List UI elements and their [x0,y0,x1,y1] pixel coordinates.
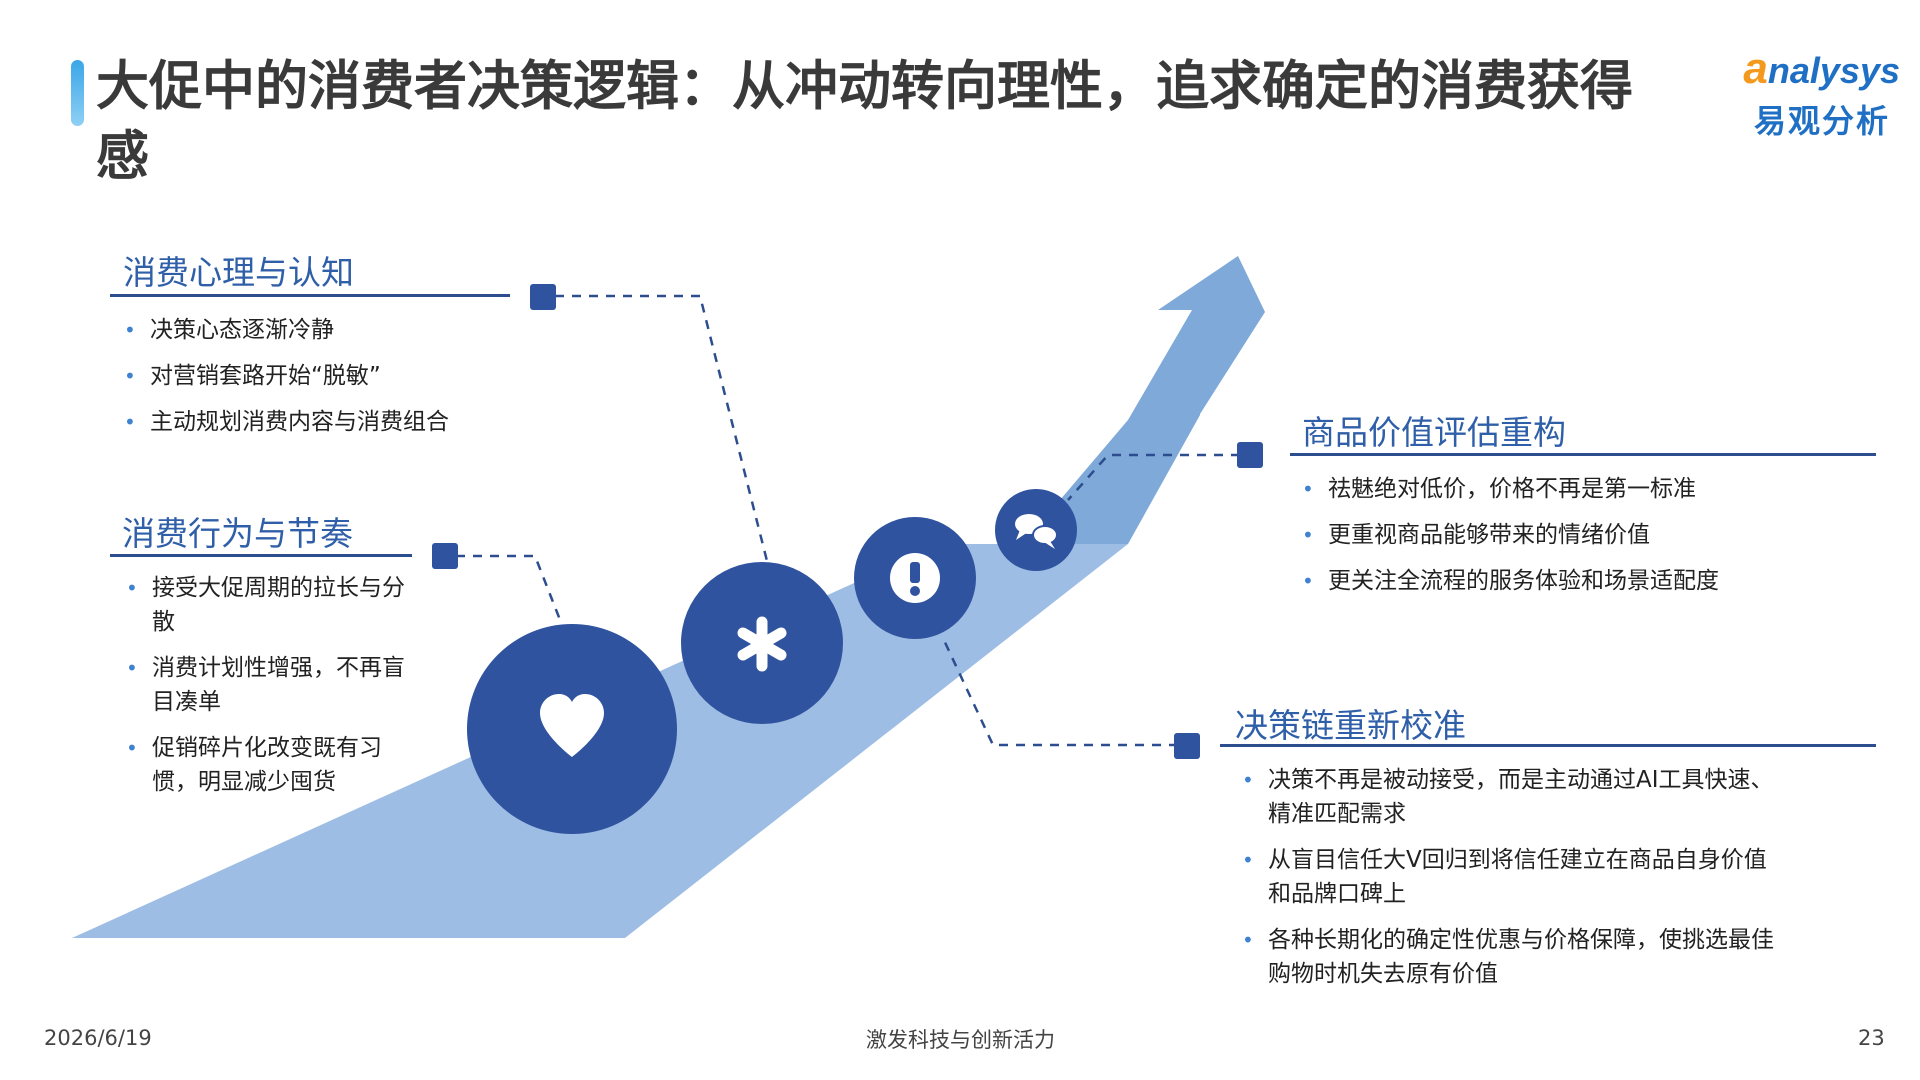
node-square-psychology [530,284,556,310]
footer-slogan: 激发科技与创新活力 [866,1028,1055,1052]
logo-english-rest: nalysys [1767,50,1900,91]
asterisk-icon [737,616,787,672]
node-square-decision [1174,733,1200,759]
exclamation-icon [890,553,940,603]
title-accent-bar [71,60,84,126]
list-item: 各种长期化的确定性优惠与价格保障，使挑选最佳购物时机失去原有价值 [1238,923,1778,991]
heading-psychology: 消费心理与认知 [123,253,354,292]
footer-date: 2026/6/19 [44,1026,152,1050]
list-item: 从盲目信任大V回归到将信任建立在商品自身价值和品牌口碑上 [1238,843,1778,911]
connector-psychology [555,294,770,566]
list-item: 主动规划消费内容与消费组合 [120,405,540,439]
list-item: 更重视商品能够带来的情绪价值 [1298,518,1858,552]
underline-decision [1220,744,1876,747]
heading-behavior: 消费行为与节奏 [122,514,353,553]
list-behavior: 接受大促周期的拉长与分散 消费计划性增强，不再盲目凑单 促销碎片化改变既有习惯，… [122,571,412,811]
arrow-head [1040,256,1265,544]
list-item: 决策不再是被动接受，而是主动通过AI工具快速、精准匹配需求 [1238,763,1778,831]
list-item: 对营销套路开始“脱敏” [120,359,540,393]
logo-letter-a: a [1743,44,1768,93]
node-square-value [1237,442,1263,468]
logo-english: analysys [1743,44,1900,94]
connector-behavior [456,554,564,626]
list-item: 祛魅绝对低价，价格不再是第一标准 [1298,472,1858,506]
page-number: 23 [1858,1026,1885,1050]
list-item: 消费计划性增强，不再盲目凑单 [122,651,412,719]
list-item: 决策心态逐渐冷静 [120,313,540,347]
list-decision: 决策不再是被动接受，而是主动通过AI工具快速、精准匹配需求 从盲目信任大V回归到… [1238,763,1778,1003]
heart-icon [540,694,604,757]
list-value: 祛魅绝对低价，价格不再是第一标准 更重视商品能够带来的情绪价值 更关注全流程的服… [1298,472,1858,610]
underline-value [1290,453,1876,456]
underline-psychology [110,294,510,297]
connector-value [1067,453,1240,501]
underline-behavior [110,554,412,557]
list-psychology: 决策心态逐渐冷静 对营销套路开始“脱敏” 主动规划消费内容与消费组合 [120,313,540,451]
list-item: 更关注全流程的服务体验和场景适配度 [1298,564,1858,598]
heading-decision: 决策链重新校准 [1235,706,1466,745]
logo-chinese: 易观分析 [1753,102,1890,140]
list-item: 促销碎片化改变既有习惯，明显减少囤货 [122,731,412,799]
heading-value: 商品价值评估重构 [1302,413,1566,452]
list-item: 接受大促周期的拉长与分散 [122,571,412,639]
analysys-logo: analysys 易观分析 [1700,44,1900,144]
node-square-behavior [432,543,458,569]
chat-bubbles-icon [1015,514,1058,549]
page-title: 大促中的消费者决策逻辑：从冲动转向理性，追求确定的消费获得感 [96,56,1633,187]
